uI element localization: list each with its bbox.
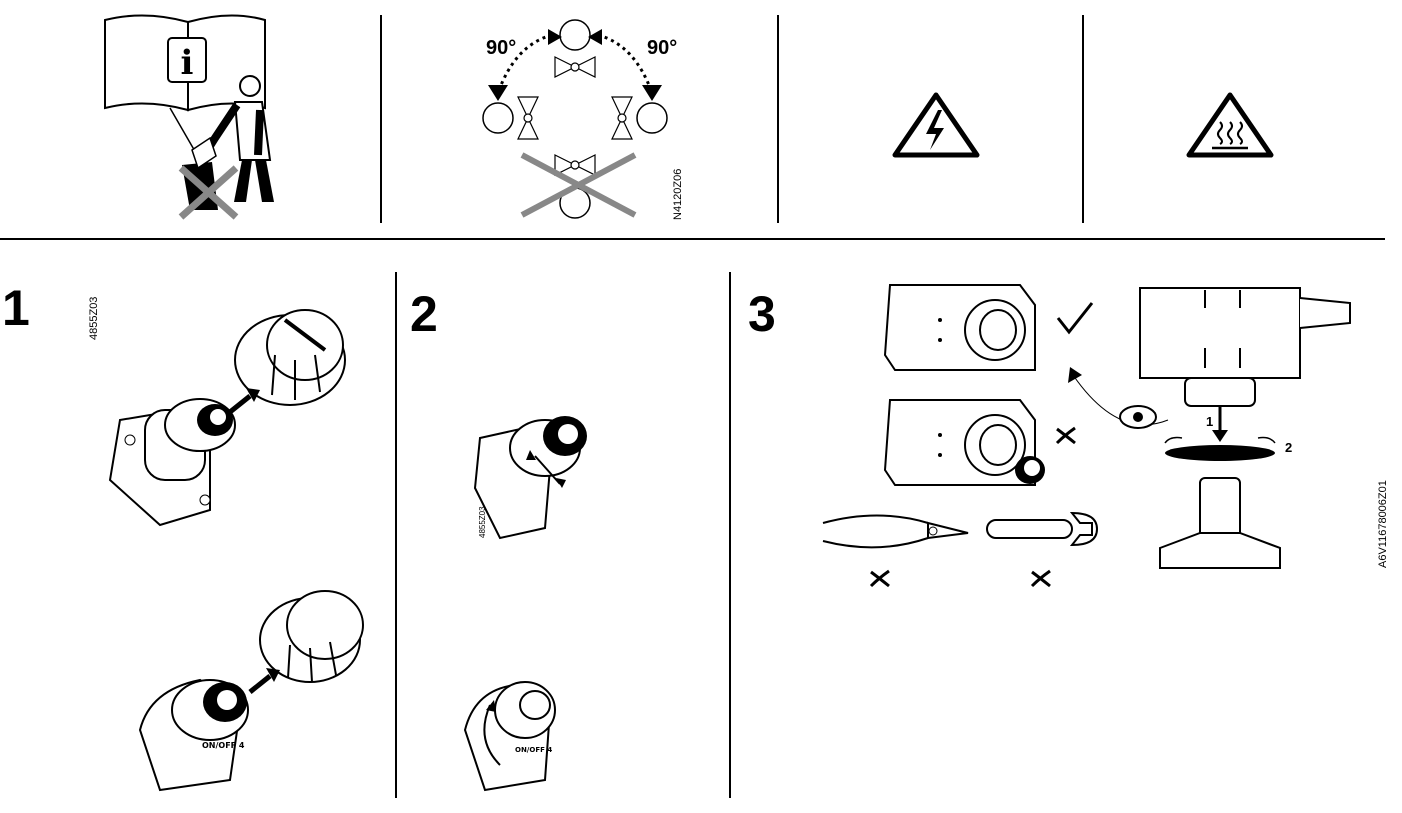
sub-step-2-label: 2 <box>1285 440 1293 455</box>
step-1-fit-cap-illustration: ON/OFF 4 <box>138 590 364 792</box>
top-separator-1 <box>380 15 382 223</box>
no-discard-icon <box>178 165 239 220</box>
sub-step-1-label: 1 <box>1206 414 1214 429</box>
step-separator-2 <box>729 272 731 798</box>
step-3-code: A6V11678006Z01 <box>1377 480 1389 568</box>
step-1-remove-cap-illustration <box>108 309 346 527</box>
step-2-code: 4855Z03 <box>478 506 487 538</box>
step-1-number: 1 <box>2 280 30 336</box>
step-3-number: 3 <box>748 286 776 342</box>
manual-info-icon: i <box>104 14 274 210</box>
step-2-dial-text: ON/OFF 4 <box>515 746 552 754</box>
step-2-number: 2 <box>410 286 438 342</box>
actuator-correct-illustration <box>883 284 1036 371</box>
actuator-wrong-illustration <box>883 399 1045 486</box>
wrench-cross-icon <box>1030 569 1051 588</box>
valve-diagram-code: N4120Z06 <box>672 168 684 220</box>
pliers-cross-icon <box>869 569 890 588</box>
step-2-dial-illustration: ON/OFF 4 <box>463 681 556 792</box>
step-1-dial-text: ON/OFF 4 <box>202 741 245 750</box>
hot-surface-icon <box>1186 92 1274 158</box>
angle-right-label: 90° <box>647 37 678 59</box>
angle-left-label: 90° <box>486 37 517 59</box>
valve-orientation-diagram <box>482 19 668 219</box>
svg-text:i: i <box>181 43 194 83</box>
step-1-code: 4855Z03 <box>88 296 100 340</box>
top-separator-3 <box>1082 15 1084 223</box>
eye-icon <box>1068 367 1169 429</box>
check-mark-icon <box>1056 302 1094 335</box>
electric-hazard-icon <box>892 92 980 158</box>
actuator-mount-illustration <box>1139 287 1351 569</box>
top-divider <box>0 238 1385 240</box>
cross-mark-icon <box>1055 426 1076 445</box>
step-2-adjust-illustration <box>473 416 587 540</box>
wrench-icon <box>986 511 1099 547</box>
top-separator-2 <box>777 15 779 223</box>
step-separator-1 <box>395 272 397 798</box>
pliers-icon <box>822 514 969 549</box>
